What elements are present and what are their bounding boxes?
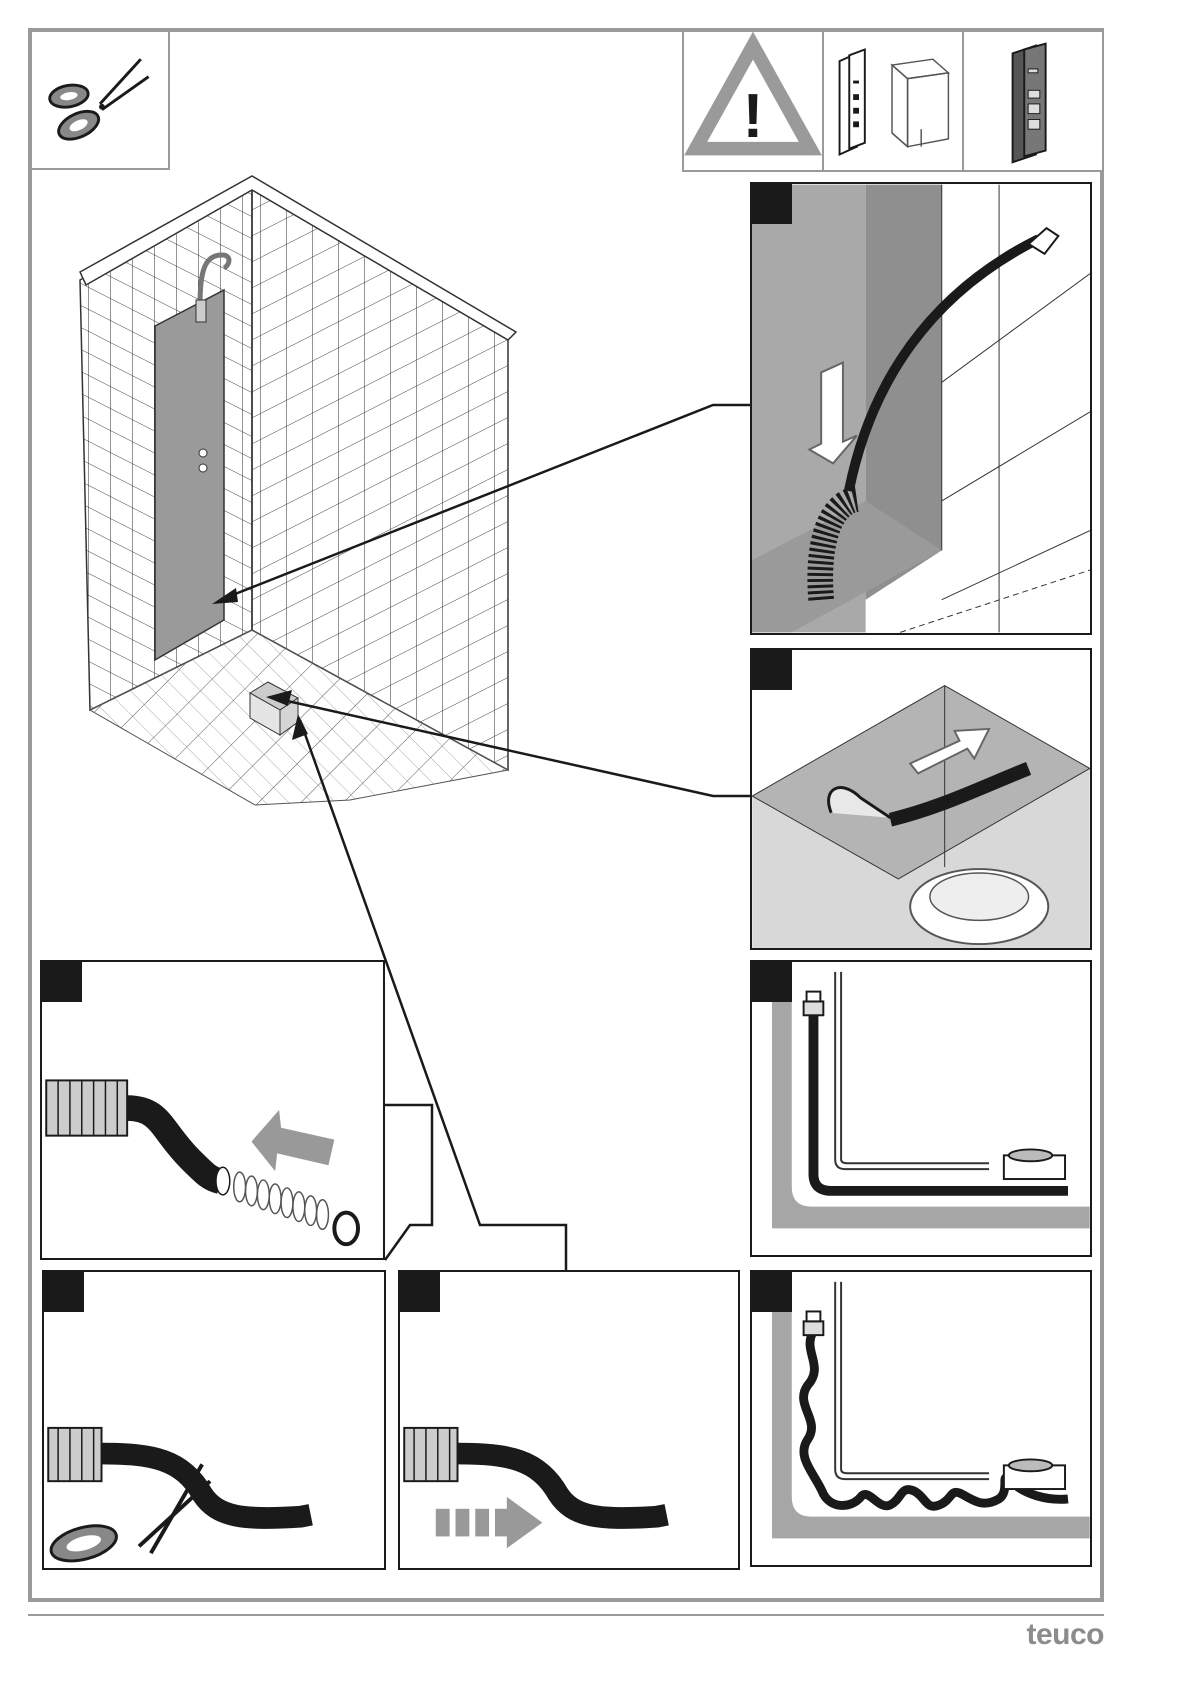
- shower-panel-icon: [964, 32, 1102, 170]
- flexible-hose: [127, 1108, 220, 1181]
- step-panel-1: [750, 182, 1092, 635]
- hose-clamp: [334, 1213, 358, 1245]
- shower-panel-and-enclosure-icon: [824, 32, 962, 170]
- warning-cell: !: [682, 30, 824, 172]
- step-panel-7: [750, 1270, 1092, 1567]
- flexible-hose: [458, 1454, 667, 1518]
- step-badge-6: [400, 1272, 440, 1312]
- footer-divider: [28, 1614, 1104, 1616]
- step-badge-5: [44, 1272, 84, 1312]
- step-panel-5: [42, 1270, 386, 1570]
- step-panel-6: [398, 1270, 740, 1570]
- tool-cell: [30, 30, 170, 170]
- step-panel-2: [750, 648, 1092, 950]
- slide-direction-arrow: [251, 1110, 334, 1171]
- product-cell-a: [822, 30, 964, 172]
- push-direction-arrow: [436, 1497, 543, 1548]
- step-badge-7: [752, 1272, 792, 1312]
- step-badge-3: [752, 962, 792, 1002]
- scissors-icon: [32, 32, 168, 168]
- spring: [234, 1172, 329, 1229]
- step-panel-3: [750, 960, 1092, 1257]
- product-cell-b: [962, 30, 1104, 172]
- step-badge-4: [42, 962, 82, 1002]
- step-panel-4: [40, 960, 385, 1260]
- brand-logo: teuco: [1026, 1618, 1104, 1652]
- warning-symbol: !: [743, 82, 764, 151]
- step-badge-2: [752, 650, 792, 690]
- step-badge-1: [752, 184, 792, 224]
